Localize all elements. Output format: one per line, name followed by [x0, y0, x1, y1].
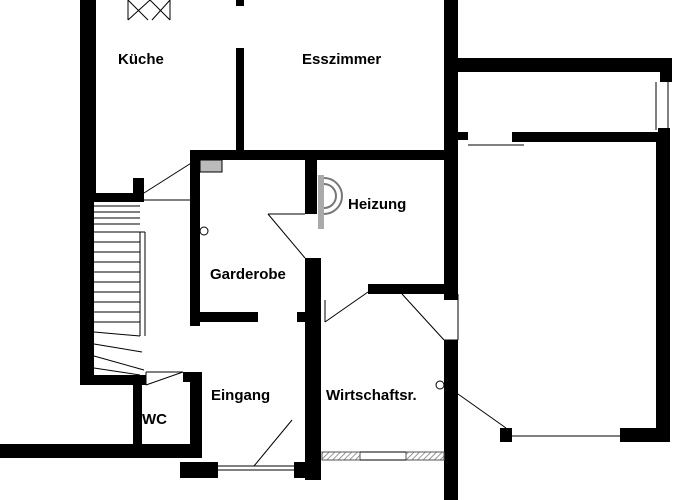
- wall-outer-left-stairs: [80, 193, 94, 385]
- label-wirtschaftsraum: Wirtschaftsr.: [326, 387, 417, 404]
- door-entrance: [218, 419, 294, 471]
- wall-wc-left: [133, 375, 142, 445]
- wall-house-right-lower: [444, 340, 458, 500]
- stair-to-garderobe-line: [143, 159, 197, 194]
- wall-garderobe-left: [190, 150, 200, 326]
- door-garderobe-heizung: [267, 213, 306, 259]
- wall-entrance-bottom-left: [180, 462, 218, 478]
- wall-bottom-left: [0, 444, 202, 458]
- wall-stairs-bottom: [80, 375, 146, 385]
- wall-heizung-bottom: [368, 284, 458, 294]
- wall-under-dining: [190, 150, 458, 160]
- wall-stair-corner: [80, 193, 144, 202]
- label-esszimmer: Esszimmer: [302, 51, 381, 68]
- wall-garderobe-stub: [297, 312, 305, 322]
- label-kueche: Küche: [118, 51, 164, 68]
- thin-lines: [93, 0, 669, 471]
- boiler-icon: [318, 175, 343, 229]
- utility-windows: [321, 451, 445, 461]
- walls: [0, 0, 672, 500]
- wall-garage-door-post: [500, 428, 512, 442]
- door-wirtschaftsraum: [324, 291, 459, 341]
- wall-entrance-bottom-right: [294, 462, 321, 478]
- wall-annex-mid: [512, 132, 670, 142]
- wall-stair-post: [133, 178, 144, 202]
- wall-outer-left-upper: [80, 0, 96, 197]
- room-labels: Küche Esszimmer Heizung Garderobe Eingan…: [118, 51, 417, 428]
- wall-heizung-left-lower: [305, 258, 321, 480]
- wall-annex-top: [458, 58, 672, 72]
- garderobe-gray-block: [199, 159, 223, 173]
- annex-window: [655, 82, 669, 130]
- door-garage: [435, 380, 620, 437]
- wall-wc-right: [190, 372, 202, 448]
- wall-garage-right: [656, 132, 670, 442]
- wall-kitchen-dining: [236, 48, 244, 156]
- wall-house-right-upper: [444, 0, 458, 150]
- wall-annex-mid-left: [458, 132, 468, 140]
- wall-kitchen-dining-upper: [236, 0, 244, 6]
- label-heizung: Heizung: [348, 196, 406, 213]
- wall-garage-bottom-right: [620, 428, 670, 442]
- wall-wc-top-right: [183, 372, 202, 382]
- kitchen-window: [127, 0, 171, 21]
- wall-annex-right-upper: [660, 58, 672, 82]
- label-wc: WC: [142, 411, 167, 428]
- label-garderobe: Garderobe: [210, 266, 286, 283]
- wall-house-right-mid: [444, 150, 458, 300]
- garderobe-hook: [199, 226, 209, 236]
- wall-garderobe-bottom: [190, 312, 258, 322]
- wall-heizung-left-upper: [305, 150, 317, 214]
- label-eingang: Eingang: [211, 387, 270, 404]
- staircase: [93, 205, 146, 376]
- door-wc: [145, 371, 184, 386]
